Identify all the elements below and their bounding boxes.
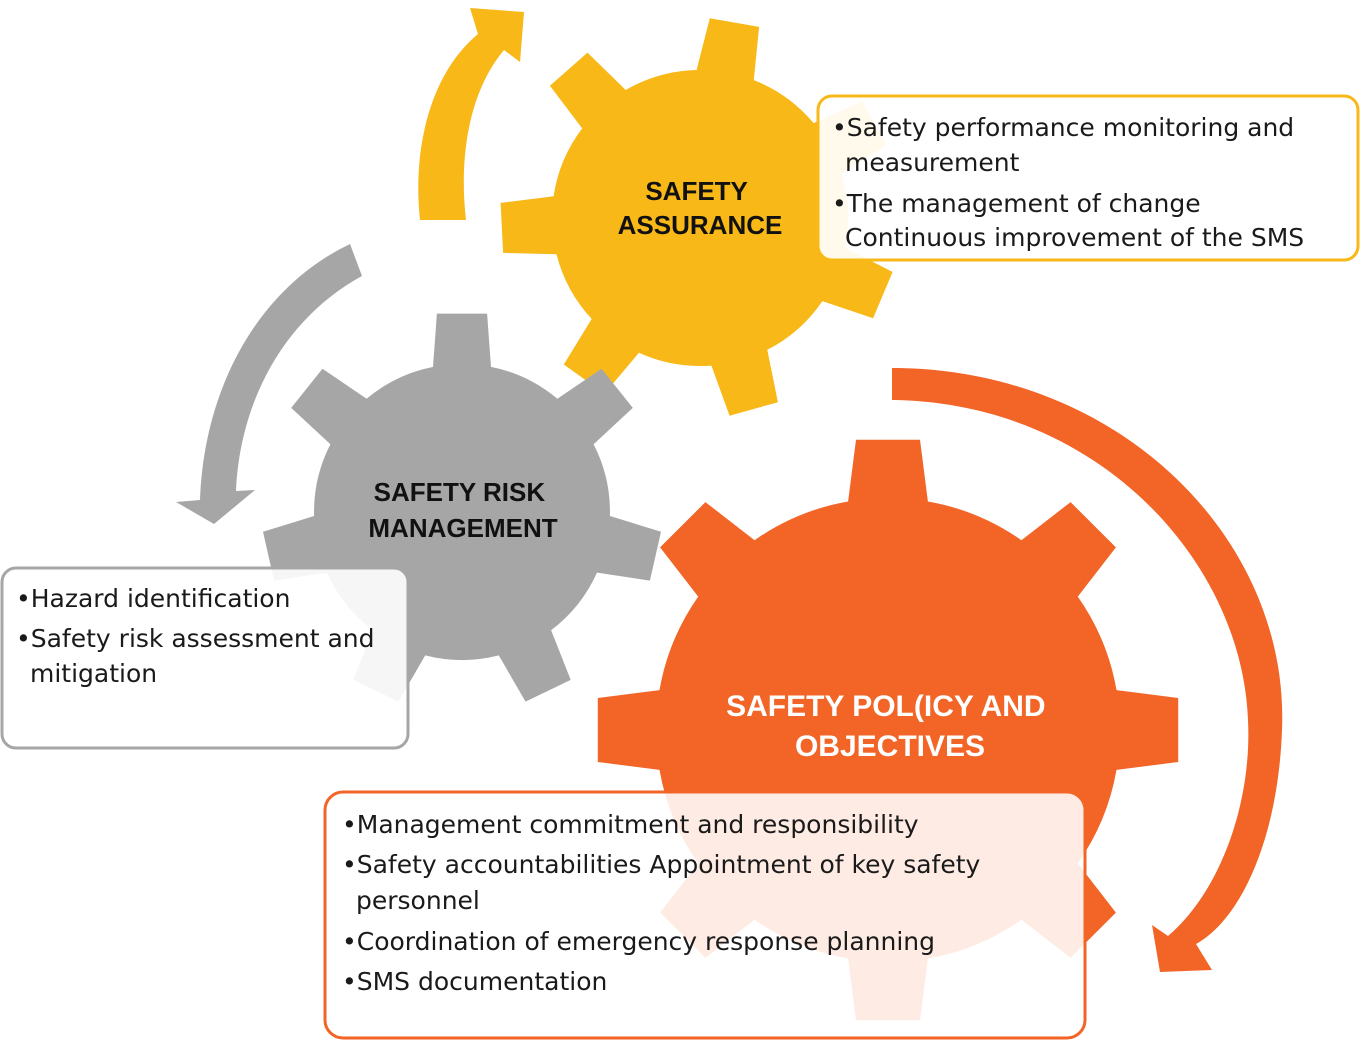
safety-policy-objectives-box	[323, 790, 1087, 1040]
safety-policy-objectives-list: •Management commitment and responsibilit…	[342, 810, 988, 996]
safety-risk-management-box	[0, 566, 410, 750]
safety-risk-management-title: SAFETY RISK MANAGEMENT	[368, 477, 557, 543]
safety-assurance-list: •Safety performance monitoring and measu…	[832, 113, 1304, 252]
yellow-cycle-arrow	[418, 8, 524, 220]
safety-policy-objectives-title: SAFETY POL(ICY AND OBJECTIVES	[726, 690, 1054, 763]
safety-assurance-box	[816, 94, 1360, 262]
safety-assurance-title: SAFETY ASSURANCE	[618, 176, 783, 240]
safety-assurance-gear	[500, 18, 893, 416]
safety-risk-management-list: •Hazard identification •Safety risk asse…	[16, 584, 382, 688]
orange-cycle-arrow	[892, 368, 1283, 972]
gray-cycle-arrow	[176, 244, 362, 524]
